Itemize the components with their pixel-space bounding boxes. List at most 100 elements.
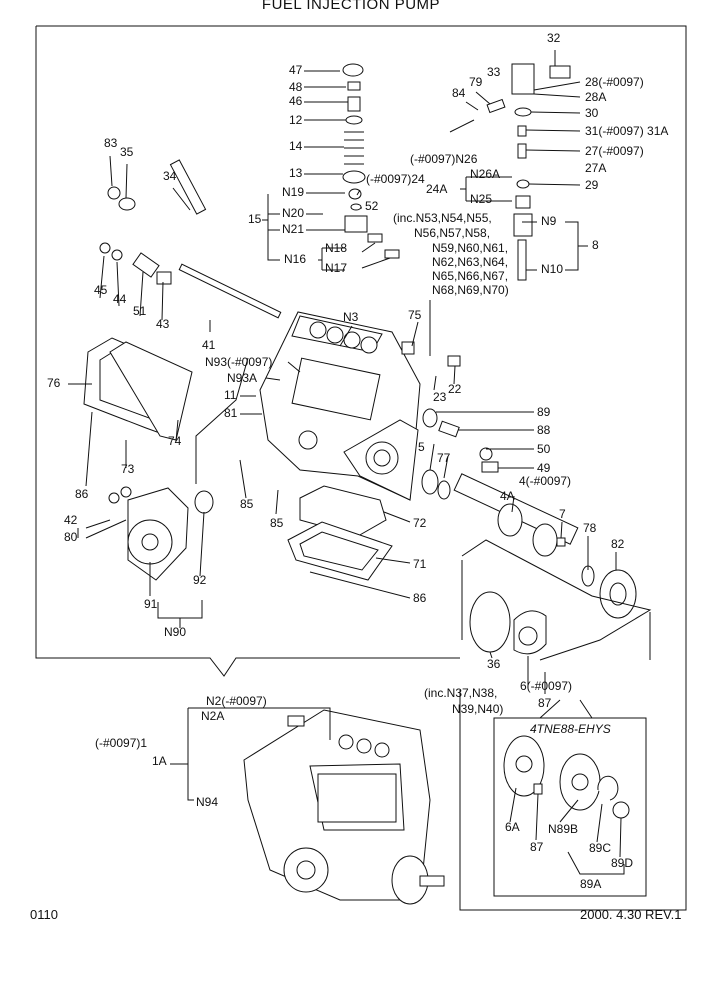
part-callout-lN2: N2(-#0097) — [206, 694, 267, 708]
part-callout-l13: 13 — [289, 166, 303, 180]
governor-cover — [108, 486, 214, 581]
part-callout-l5: 5 — [418, 440, 425, 454]
right-valve-parts — [449, 63, 571, 281]
part-callout-lN18: N18 — [325, 241, 347, 255]
inset-title: 4TNE88-EHYS — [530, 722, 611, 736]
part-callout-l87b: 87 — [530, 840, 544, 854]
part-callout-lN25: N25 — [470, 192, 492, 206]
part-callout-l91: 91 — [144, 597, 158, 611]
part-callout-l79: 79 — [469, 75, 483, 89]
part-callout-l41: 41 — [202, 338, 216, 352]
part-callout-l23: 23 — [433, 390, 447, 404]
part-callout-l15: 15 — [248, 212, 262, 226]
part-callout-lN17: N17 — [325, 261, 347, 275]
part-callout-lN26A: N26A — [470, 167, 500, 181]
part-callout-l32: 32 — [547, 31, 561, 45]
pump-body — [259, 311, 421, 501]
part-callout-l48: 48 — [289, 80, 303, 94]
part-callout-l22: 22 — [448, 382, 462, 396]
drawing-code: 0110 — [30, 907, 58, 922]
part-callout-l51: 51 — [133, 304, 147, 318]
part-callout-l36: 36 — [487, 657, 501, 671]
part-callout-l75: 75 — [408, 308, 422, 322]
part-callout-l92: 92 — [193, 573, 207, 587]
rod-parts — [99, 159, 282, 319]
part-callout-l47: 47 — [289, 63, 303, 77]
part-callout-l81: 81 — [224, 406, 238, 420]
part-callout-linc3: N59,N60,N61, — [432, 241, 508, 255]
part-callout-l28A: 28A — [585, 90, 606, 104]
assembled-pump — [243, 709, 445, 905]
part-callout-l74: 74 — [168, 434, 182, 448]
leader-lines — [68, 50, 625, 875]
part-callout-l84: 84 — [452, 86, 466, 100]
part-callout-l89D: 89D — [611, 856, 633, 870]
part-callout-l76: 76 — [47, 376, 61, 390]
part-callout-lN93: N93(-#0097) — [205, 355, 272, 369]
part-callout-l52: 52 — [365, 199, 379, 213]
part-callout-l45: 45 — [94, 283, 108, 297]
part-callout-l82: 82 — [611, 537, 625, 551]
part-callout-l6: 6(-#0097) — [520, 679, 572, 693]
part-callout-l6A: 6A — [505, 820, 520, 834]
part-callout-linc1: (inc.N53,N54,N55, — [393, 211, 492, 225]
part-callout-l30: 30 — [585, 106, 599, 120]
part-callout-lN93A: N93A — [227, 371, 257, 385]
part-callout-linc2: N56,N57,N58, — [414, 226, 490, 240]
part-callout-l29: 29 — [585, 178, 599, 192]
part-callout-l27: 27(-#0097) — [585, 144, 644, 158]
part-callout-l4A: 4A — [500, 489, 515, 503]
part-callout-l85b: 85 — [270, 516, 284, 530]
part-callout-linc6: N68,N69,N70) — [432, 283, 509, 297]
part-callout-l1: (-#0097)1 — [95, 736, 147, 750]
part-callout-l7: 7 — [559, 507, 566, 521]
part-callout-lN19: N19 — [282, 185, 304, 199]
diagram-border — [35, 25, 687, 911]
part-callout-l80: 80 — [64, 530, 78, 544]
gasket-parts — [287, 485, 393, 581]
part-callout-l46: 46 — [289, 94, 303, 108]
part-callout-l85a: 85 — [240, 497, 254, 511]
part-callout-l86b: 86 — [413, 591, 427, 605]
part-callout-l87a: 87 — [538, 696, 552, 710]
part-callout-l35: 35 — [120, 145, 134, 159]
part-callout-l72: 72 — [413, 516, 427, 530]
part-callout-l34: 34 — [163, 169, 177, 183]
part-callout-linc37a: (inc.N37,N38, — [424, 686, 497, 700]
part-callout-l83: 83 — [104, 136, 118, 150]
part-callout-l86a: 86 — [75, 487, 89, 501]
part-callout-l31: 31(-#0097) 31A — [585, 124, 668, 138]
part-callout-l89A: 89A — [580, 877, 601, 891]
part-callout-l24: (-#0097)24 — [366, 172, 425, 186]
part-callout-l89C: 89C — [589, 841, 611, 855]
part-callout-l77: 77 — [437, 451, 451, 465]
part-callout-lN94: N94 — [196, 795, 218, 809]
part-callout-l1A: 1A — [152, 754, 167, 768]
part-callout-l14: 14 — [289, 139, 303, 153]
part-callout-l44: 44 — [113, 292, 127, 306]
part-callout-l4: 4(-#0097) — [519, 474, 571, 488]
part-callout-lN26: (-#0097)N26 — [410, 152, 478, 166]
cover-plates — [83, 337, 193, 441]
part-callout-linc37b: N39,N40) — [452, 702, 503, 716]
end-plates — [461, 539, 652, 661]
part-callout-l88: 88 — [537, 423, 551, 437]
revision-date: 2000. 4.30 REV.1 — [580, 907, 682, 922]
part-callout-l24A: 24A — [426, 182, 447, 196]
part-callout-l33: 33 — [487, 65, 501, 79]
part-callout-lN89B: N89B — [548, 822, 578, 836]
inset-parts — [503, 735, 630, 819]
part-callout-lN3: N3 — [343, 310, 359, 324]
part-callout-lN20: N20 — [282, 206, 304, 220]
part-callout-l89: 89 — [537, 405, 551, 419]
part-callout-l73: 73 — [121, 462, 135, 476]
inset-box — [493, 717, 647, 897]
part-callout-lN16: N16 — [284, 252, 306, 266]
part-callout-l11: 11 — [224, 388, 237, 402]
part-callout-lN90: N90 — [164, 625, 186, 639]
part-callout-l27A: 27A — [585, 161, 606, 175]
part-callout-l42: 42 — [64, 513, 78, 527]
part-callout-l28: 28(-#0097) — [585, 75, 644, 89]
part-callout-l12: 12 — [289, 113, 303, 127]
